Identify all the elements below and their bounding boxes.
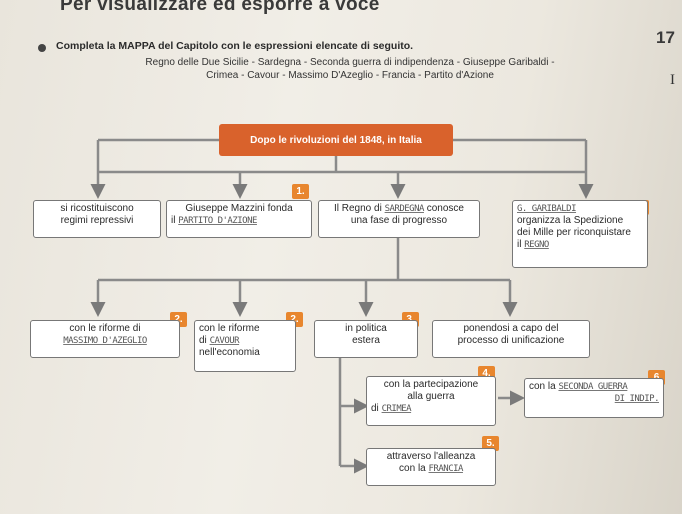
box-alleanza-line2: con la FRANCIA: [371, 463, 491, 475]
handwritten-answer-seconda-guerra: SECONDA GUERRA: [558, 382, 628, 392]
word-list-line-1: Regno delle Due Sicilie - Sardegna - Sec…: [145, 57, 555, 68]
box-unificazione-line1: ponendosi a capo del: [463, 323, 559, 334]
box-partecipazione-line2: alla guerra: [407, 391, 455, 402]
handwritten-answer-dazeglio: MASSIMO D'AZEGLIO: [63, 336, 147, 346]
box-mazzini: Giuseppe Mazzini fonda il PARTITO D'AZIO…: [166, 200, 312, 238]
box-alleanza-line1: attraverso l'alleanza: [386, 451, 476, 462]
box-regimi-line1: si ricostituiscono: [60, 203, 134, 214]
handwritten-answer-garibaldi: G. GARIBALDI: [517, 204, 577, 214]
handwritten-answer-regno: REGNO: [524, 240, 549, 250]
number-badge-1: 1.: [292, 184, 309, 199]
handwritten-answer-crimea: CRIMEA: [381, 404, 412, 414]
handwritten-answer-indipendenza: DI INDIP.: [614, 394, 660, 404]
page-header: Per visualizzare ed esporre a voce: [60, 0, 380, 15]
box-riforme-economia-line1: con le riforme: [199, 323, 260, 334]
box-con-la: con la SECONDA GUERRA DI INDIP.: [524, 378, 664, 418]
box-regno-suffix: conosce: [426, 203, 464, 214]
box-mazzini-prefix: il: [171, 215, 176, 226]
word-list-line-2: Crimea - Cavour - Massimo D'Azeglio - Fr…: [206, 70, 494, 81]
box-politica-line2: estera: [352, 335, 380, 346]
box-partecipazione-line3: di CRIMEA: [371, 403, 491, 415]
box-garibaldi: G. GARIBALDI organizza la Spedizione dei…: [512, 200, 648, 268]
box-unificazione: ponendosi a capo del processo di unifica…: [432, 320, 590, 358]
box-regno-line2: una fase di progresso: [350, 215, 448, 226]
box-alleanza: attraverso l'alleanza con la FRANCIA: [366, 448, 496, 486]
box-unificazione-line2: processo di unificazione: [457, 335, 565, 346]
box-riforme-economia-line3: nell'economia: [199, 347, 260, 358]
exercise-instruction: Completa la MAPPA del Capitolo con le es…: [56, 40, 414, 52]
box-con-la-prefix: con la: [529, 381, 556, 392]
box-con-la-line1: con la SECONDA GUERRA: [529, 381, 659, 393]
number-badge-5: 5.: [482, 436, 499, 451]
box-garibaldi-line1: organizza la Spedizione: [517, 215, 624, 226]
box-regno-prefix: Il Regno di: [334, 203, 382, 214]
box-regno-sardegna: Il Regno di SARDEGNA conosce una fase di…: [318, 200, 480, 238]
box-politica-estera: in politica estera: [314, 320, 418, 358]
handwritten-answer-francia: FRANCIA: [428, 464, 464, 474]
box-partecipazione-prefix: di: [371, 403, 379, 414]
box-partecipazione: con la partecipazione alla guerra di CRI…: [366, 376, 496, 426]
box-riforme-di: con le riforme di MASSIMO D'AZEGLIO: [30, 320, 180, 358]
box-riforme-economia-prefix: di: [199, 335, 207, 346]
handwritten-answer-sardegna: SARDEGNA: [384, 204, 425, 214]
box-partecipazione-line1: con la partecipazione: [383, 379, 479, 390]
handwritten-answer-partito: PARTITO D'AZIONE: [178, 216, 257, 226]
box-mazzini-line1: Giuseppe Mazzini fonda: [185, 203, 293, 214]
handwritten-answer-cavour: CAVOUR: [209, 336, 240, 346]
bullet-icon: [38, 44, 46, 52]
box-garibaldi-line3: il REGNO: [517, 239, 643, 251]
box-mazzini-line2: il PARTITO D'AZIONE: [171, 215, 307, 227]
box-alleanza-prefix: con la: [399, 463, 426, 474]
section-roman-numeral: I: [670, 72, 675, 88]
box-riforme-di-line1: con le riforme di: [69, 323, 141, 334]
box-garibaldi-prefix: il: [517, 239, 522, 250]
box-riforme-economia: con le riforme di CAVOUR nell'economia: [194, 320, 296, 372]
box-politica-line1: in politica: [345, 323, 387, 334]
box-garibaldi-line2: dei Mille per riconquistare: [517, 227, 631, 238]
box-regimi-repressivi: si ricostituiscono regimi repressivi: [33, 200, 161, 238]
box-regno-line1: Il Regno di SARDEGNA conosce: [323, 203, 475, 215]
box-riforme-economia-line2: di CAVOUR: [199, 335, 291, 347]
map-title: Dopo le rivoluzioni del 1848, in Italia: [219, 124, 453, 156]
page-number: 17: [656, 28, 675, 47]
box-regimi-line2: regimi repressivi: [60, 215, 134, 226]
